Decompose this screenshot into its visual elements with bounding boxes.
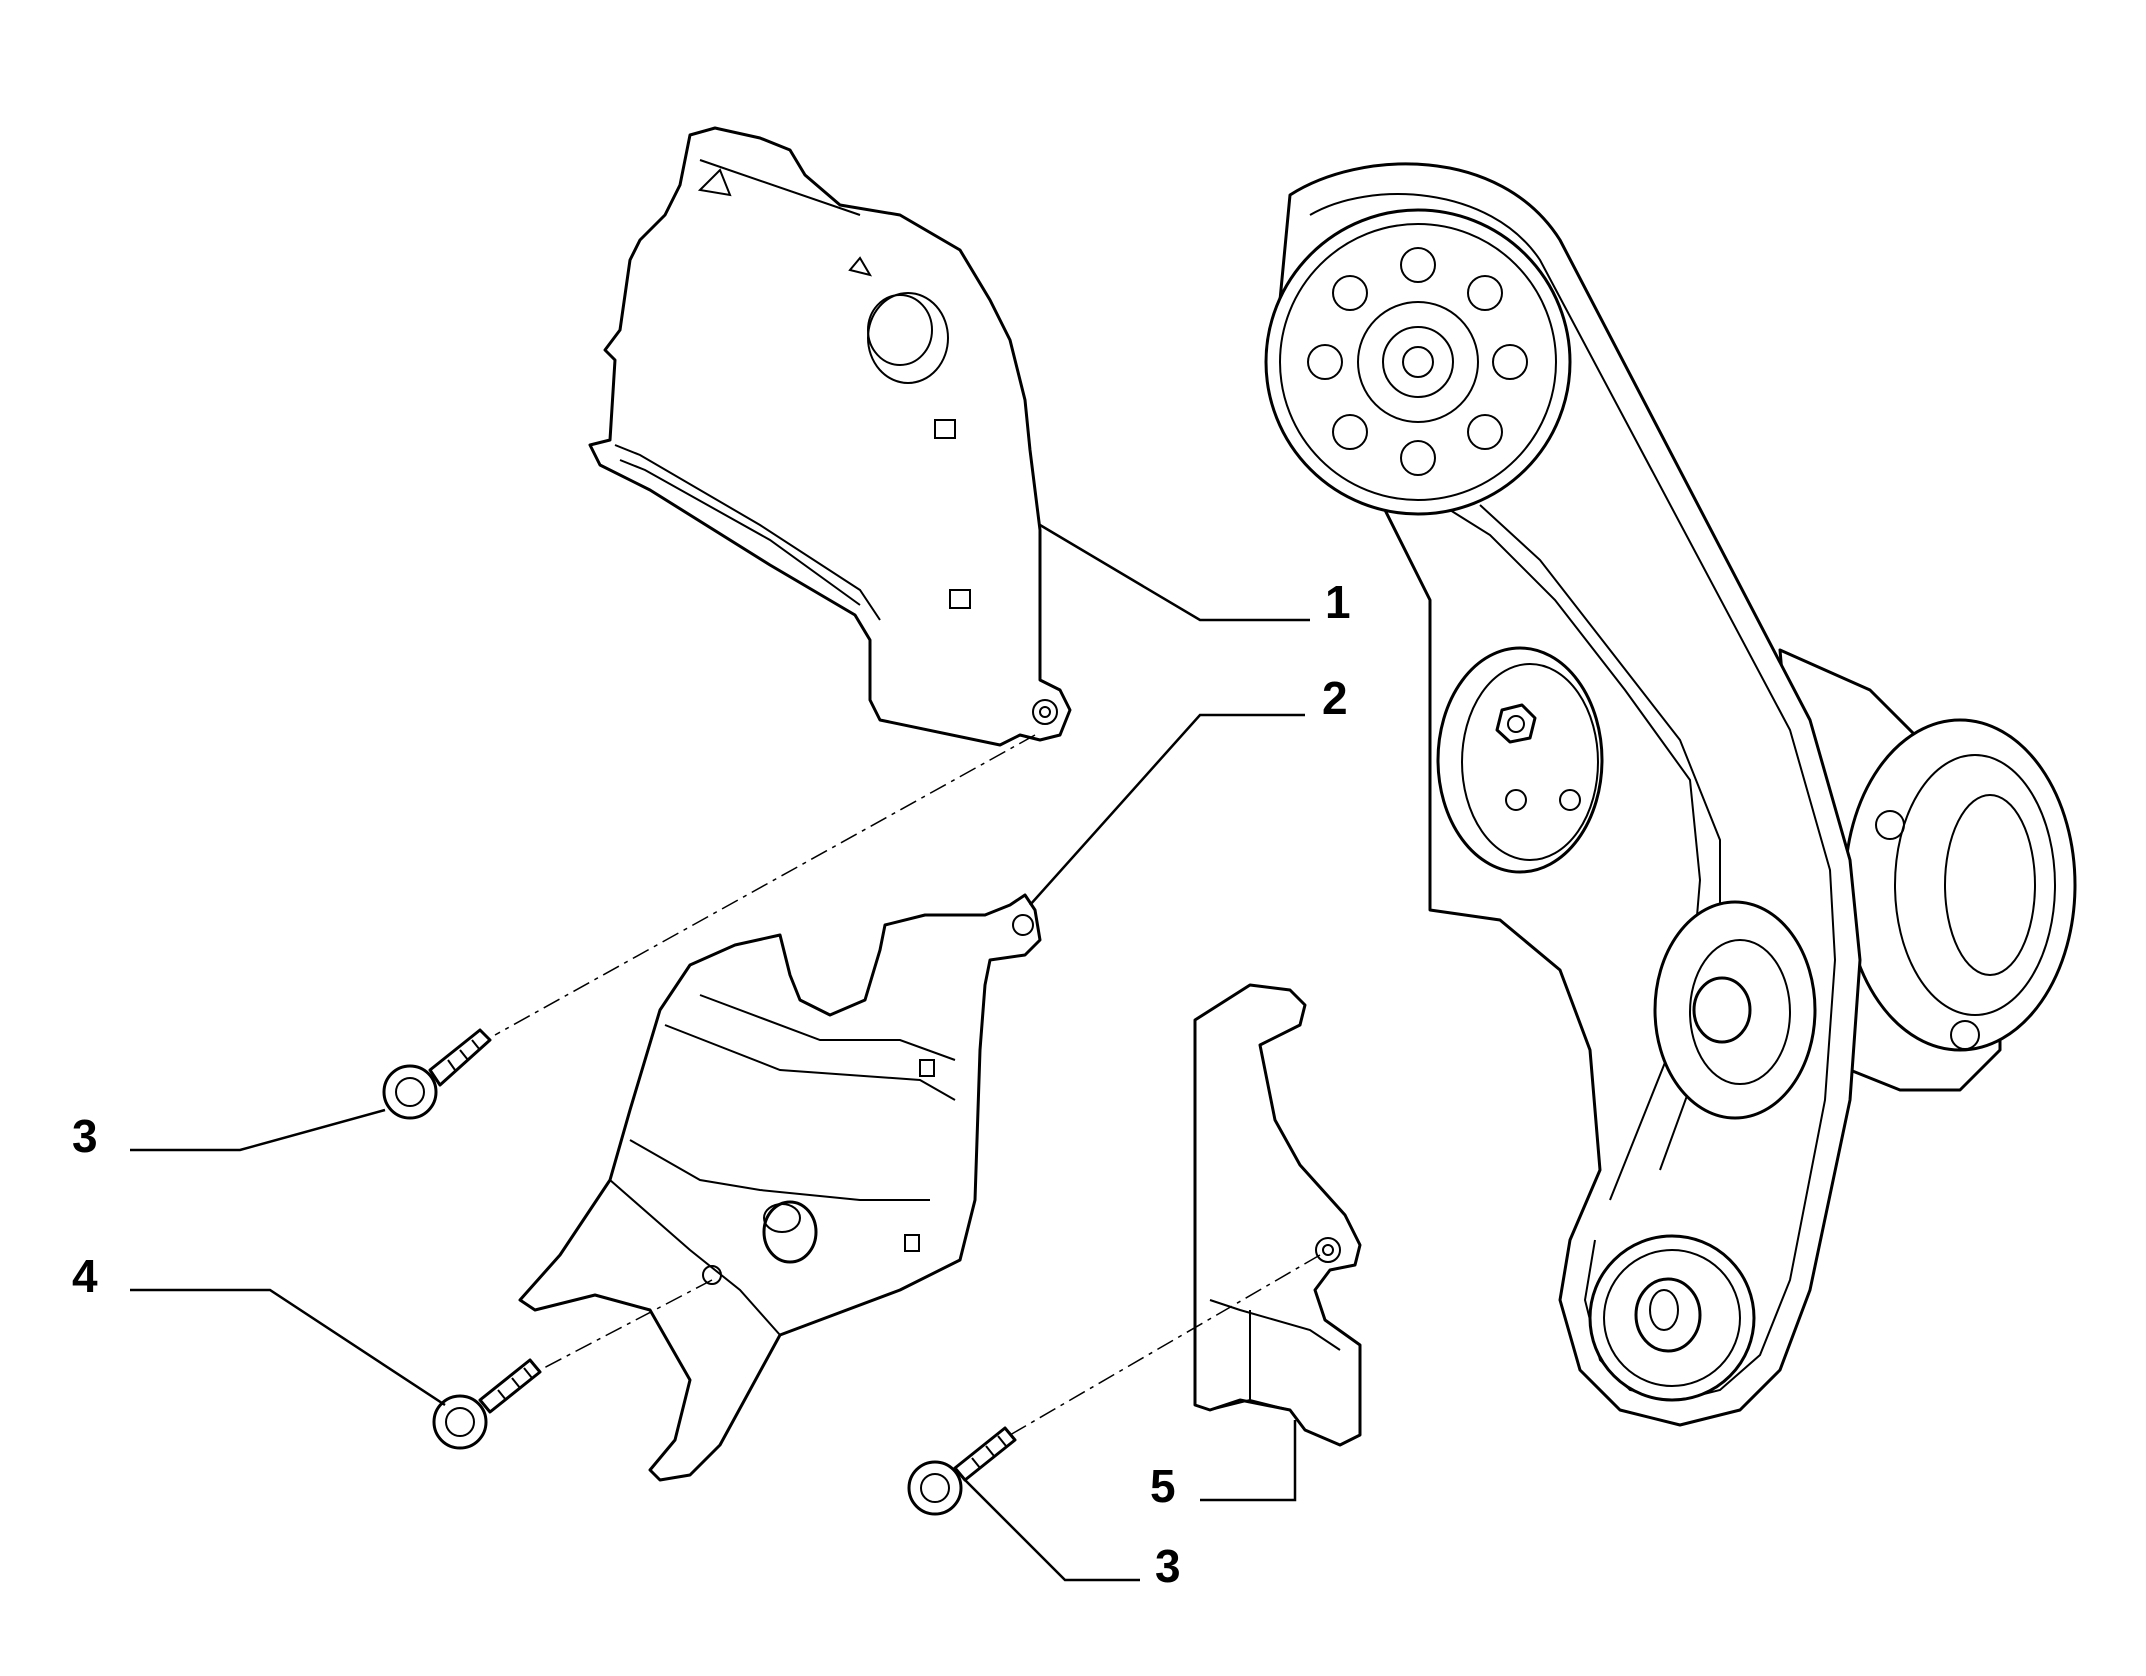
callout-3-left: 3 [72, 1110, 98, 1162]
lower-timing-cover [518, 893, 1042, 1482]
leader-lines [130, 523, 1310, 1582]
upper-timing-cover [588, 126, 1072, 747]
callout-1: 1 [1325, 576, 1351, 628]
cover-bracket [1193, 983, 1362, 1447]
bolt-bottom-center [907, 1426, 1017, 1516]
callout-5: 5 [1150, 1460, 1176, 1512]
bolt-lower-left [432, 1358, 542, 1450]
callout-4: 4 [72, 1250, 98, 1302]
callout-labels: 1 2 3 4 5 3 [72, 576, 1351, 1592]
bolt-upper-left [382, 1028, 492, 1120]
callout-3-bottom: 3 [1155, 1540, 1181, 1592]
assembly-axis-lines [494, 734, 1321, 1436]
callout-2: 2 [1322, 672, 1348, 724]
timing-belt-assembly [1264, 162, 2077, 1427]
